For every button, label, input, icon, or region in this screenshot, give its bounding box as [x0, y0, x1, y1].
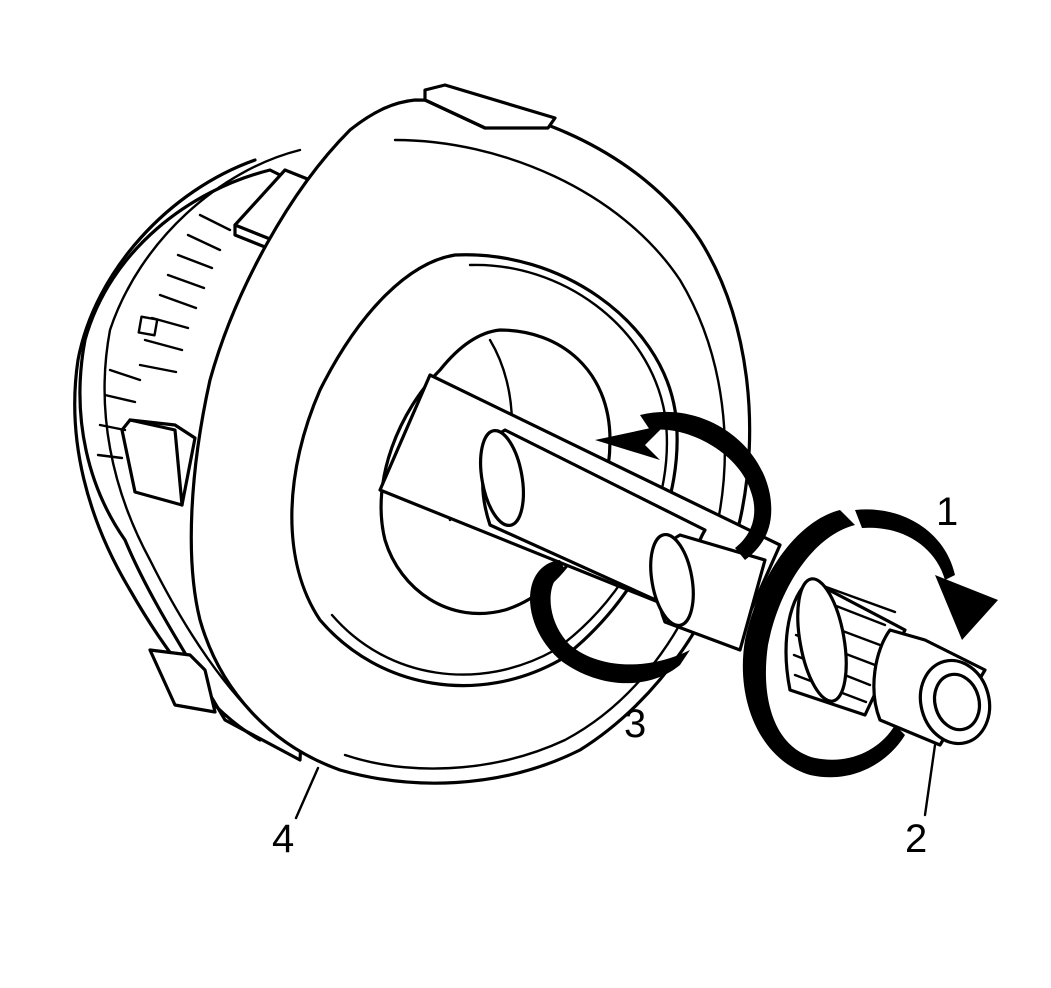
callout-4: 4	[272, 817, 294, 861]
callout-2: 2	[905, 817, 927, 861]
housing-lug-bottom	[148, 648, 217, 714]
leader-line-2	[923, 743, 937, 817]
housing-teeth	[96, 213, 232, 460]
leader-line-4	[294, 766, 320, 820]
rotation-arrow-1	[742, 509, 998, 778]
callout-1: 1	[936, 490, 958, 534]
arrow-3-head	[595, 425, 665, 460]
input-shaft	[378, 373, 992, 817]
arrow-1-head	[935, 575, 998, 640]
callout-3: 3	[624, 702, 646, 746]
rotation-arrow-3	[530, 411, 772, 684]
